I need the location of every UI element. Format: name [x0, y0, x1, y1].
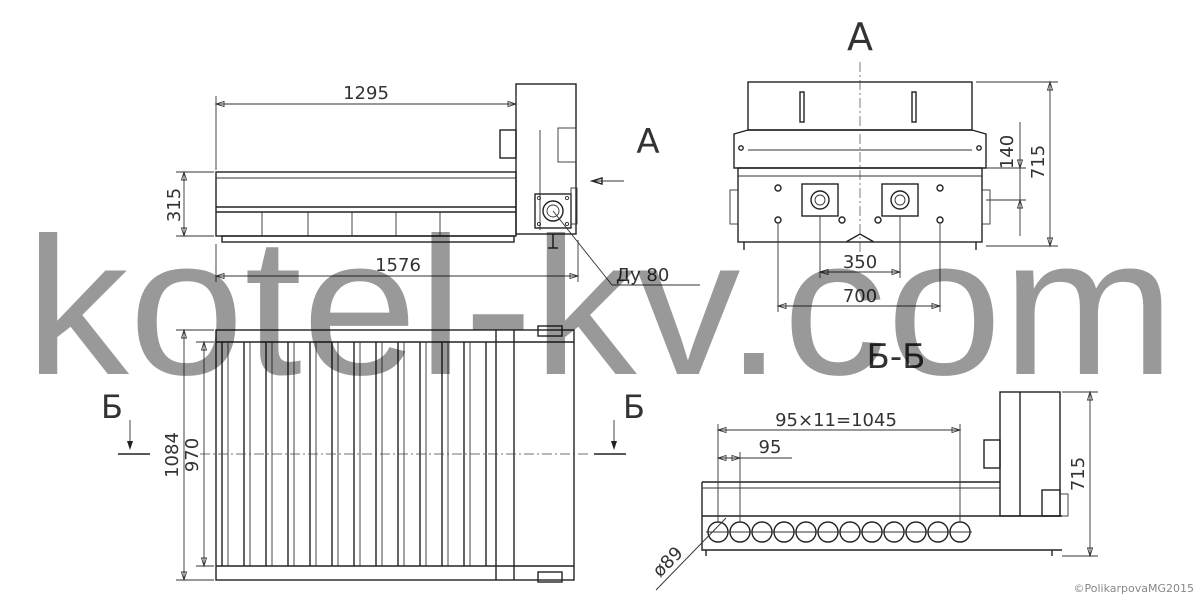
section-bb — [701, 391, 1069, 556]
section-b-left: Б — [101, 388, 123, 426]
dim-1576: 1576 — [375, 255, 421, 276]
section-bb-dimensions — [655, 390, 1098, 591]
dim-1084: 1084 — [162, 432, 183, 478]
dim-970: 970 — [182, 438, 203, 472]
arrow-a-letter: А — [636, 122, 659, 162]
dim-95: 95 — [759, 437, 782, 458]
dim-350: 350 — [843, 252, 877, 273]
plan-view — [200, 325, 590, 583]
view-a-dimensions — [776, 80, 1058, 312]
plan-view-dimensions — [118, 328, 626, 582]
dim-1295: 1295 — [343, 83, 389, 104]
section-bb-tubes — [706, 521, 972, 543]
dim-140: 140 — [997, 135, 1018, 169]
dim-700: 700 — [843, 286, 877, 307]
view-a — [729, 62, 991, 252]
copyright: ©PolikarpovaMG2015 — [1074, 582, 1195, 595]
section-bb-title: Б-Б — [867, 337, 926, 377]
section-b-right: Б — [623, 388, 645, 426]
dim-89: ø89 — [649, 543, 688, 582]
side-view — [215, 83, 578, 249]
dim-pitch: 95×11=1045 — [775, 410, 897, 431]
side-view-dimensions — [176, 96, 700, 286]
dim-315: 315 — [164, 188, 185, 222]
dim-715-bottom: 715 — [1068, 457, 1089, 491]
view-a-title: А — [847, 15, 873, 59]
watermark: kotel-kv.com — [25, 197, 1175, 416]
dim-du80: Ду 80 — [616, 265, 669, 286]
dim-715-top: 715 — [1028, 145, 1049, 179]
